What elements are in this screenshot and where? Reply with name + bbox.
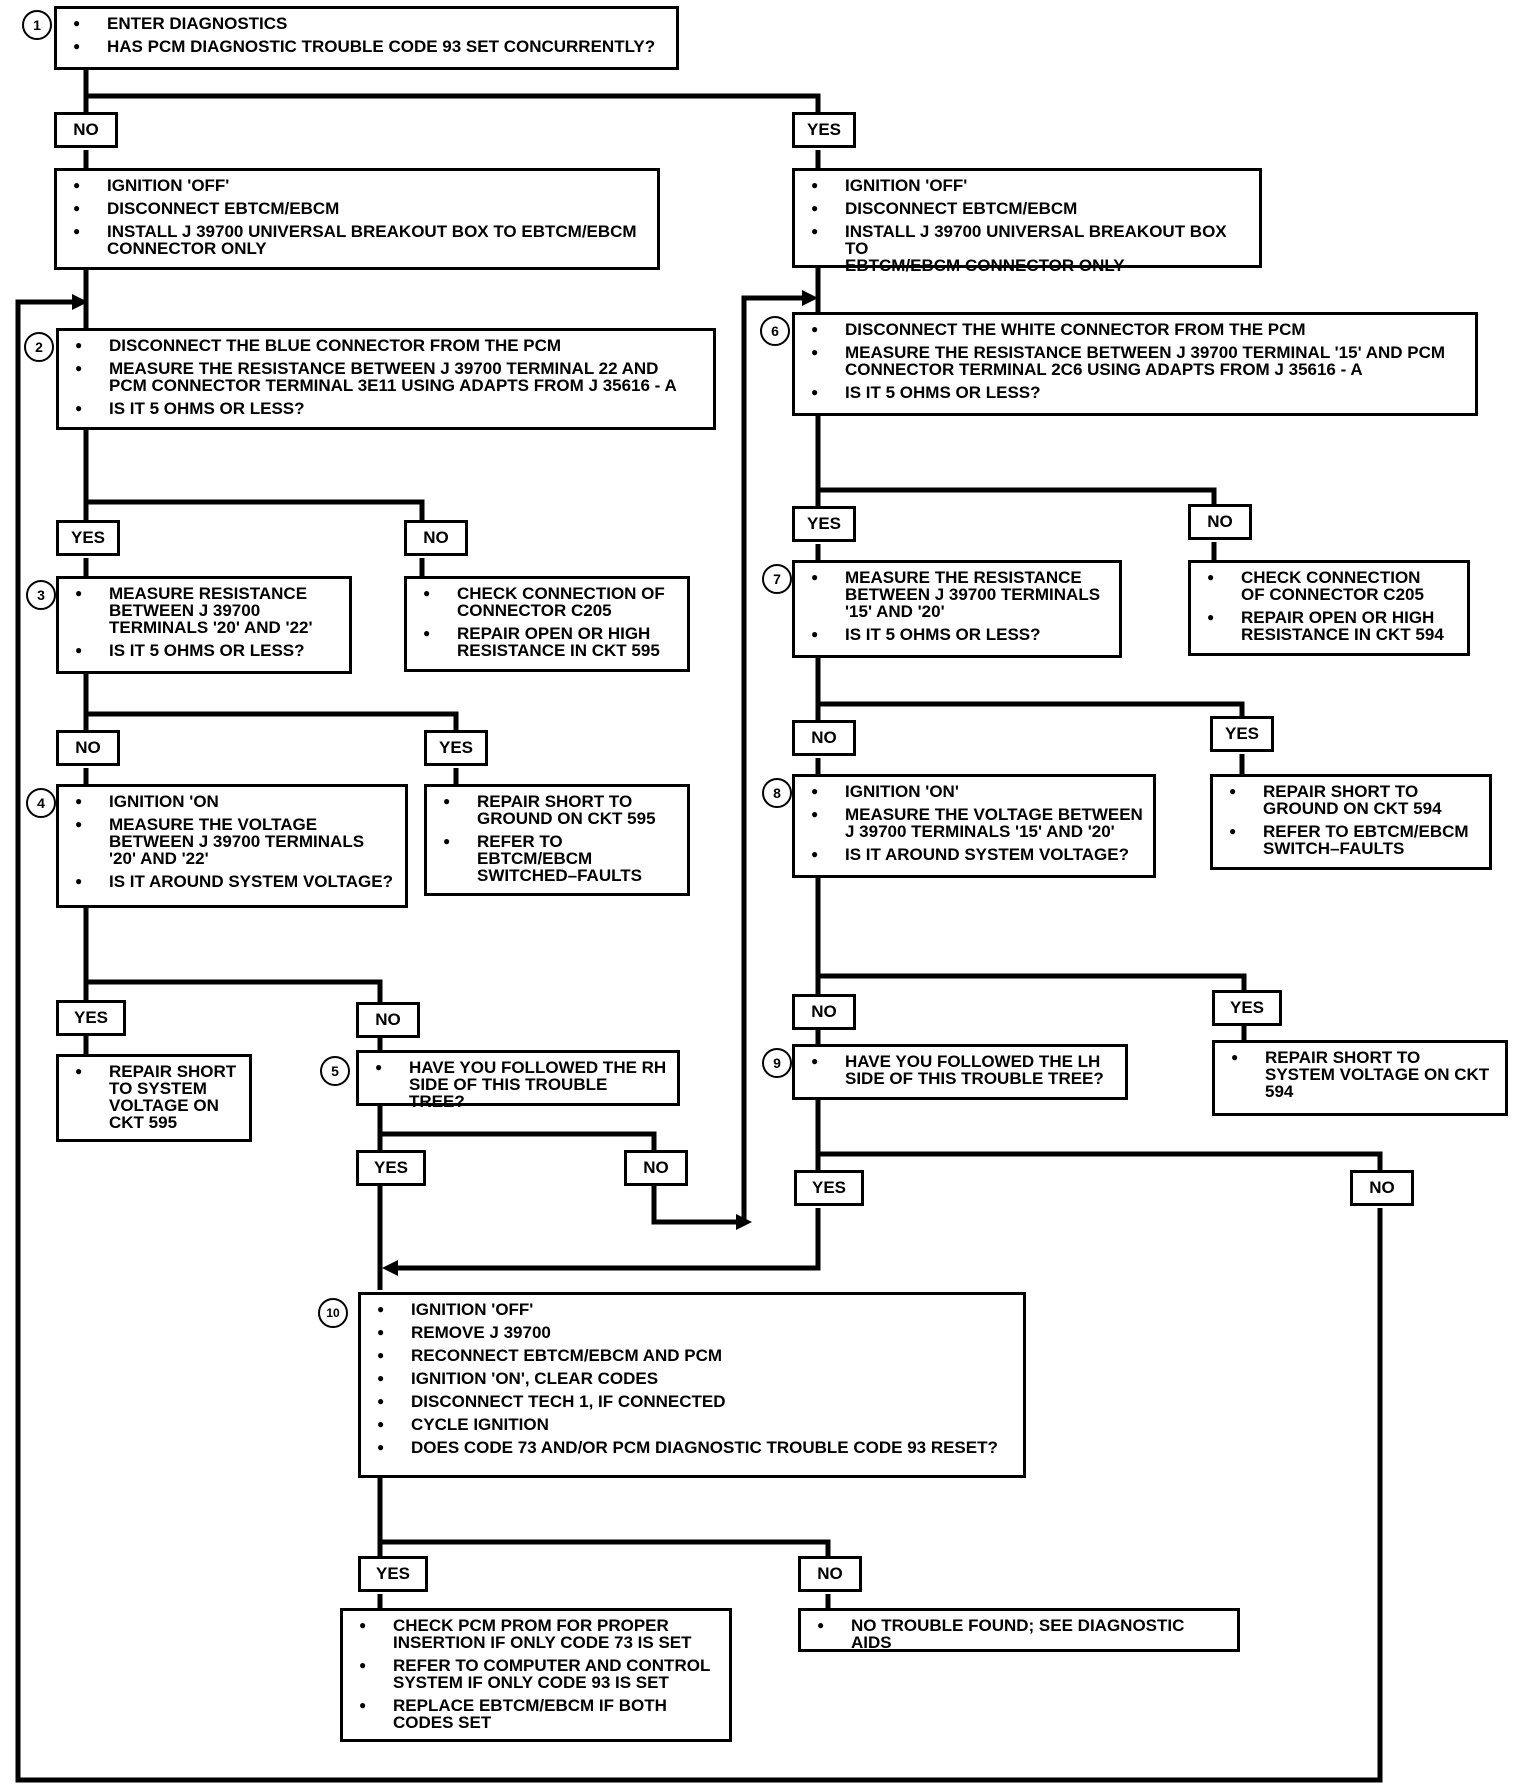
step-item: DISCONNECT TECH 1, IF CONNECTED — [371, 1393, 1013, 1410]
step-3-yes-box: REPAIR SHORT TO GROUND ON CKT 595 REFER … — [424, 784, 690, 896]
step-number-badge: 10 — [318, 1298, 348, 1328]
step-item: REFER TO EBTCM/EBCM SWITCH–FAULTS — [1223, 823, 1479, 857]
step-item: REPAIR SHORT TO GROUND ON CKT 594 — [1223, 783, 1479, 817]
step-8-box: IGNITION 'ON' MEASURE THE VOLTAGE BETWEE… — [792, 774, 1156, 878]
no-label: NO — [1350, 1170, 1414, 1206]
step-item: RECONNECT EBTCM/EBCM AND PCM — [371, 1347, 1013, 1364]
step-item: REFER TO COMPUTER AND CONTROL SYSTEM IF … — [353, 1657, 719, 1691]
yes-label: YES — [1210, 716, 1274, 752]
step-number-badge: 8 — [762, 778, 792, 808]
step-item: MEASURE THE VOLTAGE BETWEEN J 39700 TERM… — [69, 816, 395, 867]
step-item: MEASURE THE RESISTANCE BETWEEN J 39700 T… — [805, 344, 1465, 378]
step-item: IGNITION 'OFF' — [371, 1301, 1013, 1318]
yes-label: YES — [56, 520, 120, 556]
step-item: IGNITION 'ON', CLEAR CODES — [371, 1370, 1013, 1387]
no-label: NO — [404, 520, 468, 556]
step-item: INSTALL J 39700 UNIVERSAL BREAKOUT BOX T… — [67, 223, 647, 257]
step-number-badge: 2 — [24, 332, 54, 362]
step-4-yes-box: REPAIR SHORT TO SYSTEM VOLTAGE ON CKT 59… — [56, 1054, 252, 1142]
yes-label: YES — [794, 1170, 864, 1206]
step-number-badge: 3 — [26, 580, 56, 610]
step-item: DISCONNECT EBTCM/EBCM — [67, 200, 647, 217]
step-item: REPAIR SHORT TO SYSTEM VOLTAGE ON CKT 59… — [1225, 1049, 1495, 1100]
yes-label: YES — [792, 112, 856, 148]
step-item: IS IT 5 OHMS OR LESS? — [805, 626, 1109, 643]
no-label: NO — [792, 720, 856, 756]
no-label: NO — [356, 1002, 420, 1038]
step-item: IS IT 5 OHMS OR LESS? — [69, 642, 339, 659]
yes-label: YES — [56, 1000, 126, 1036]
step-6-box: DISCONNECT THE WHITE CONNECTOR FROM THE … — [792, 312, 1478, 416]
step-4-box: IGNITION 'ON MEASURE THE VOLTAGE BETWEEN… — [56, 784, 408, 908]
step-item: MEASURE THE RESISTANCE BETWEEN J 39700 T… — [805, 569, 1109, 620]
step-item: CYCLE IGNITION — [371, 1416, 1013, 1433]
step-item: ENTER DIAGNOSTICS — [67, 15, 666, 32]
step-number-badge: 4 — [26, 788, 56, 818]
step-item: DISCONNECT EBTCM/EBCM — [805, 200, 1249, 217]
step-item: HAS PCM DIAGNOSTIC TROUBLE CODE 93 SET C… — [67, 38, 666, 55]
step-number-badge: 1 — [22, 10, 52, 40]
step-item: INSTALL J 39700 UNIVERSAL BREAKOUT BOX T… — [805, 223, 1249, 274]
step-item: REPAIR OPEN OR HIGH RESISTANCE IN CKT 59… — [417, 625, 677, 659]
step-item: IGNITION 'ON' — [805, 783, 1143, 800]
step-item: IGNITION 'OFF' — [67, 177, 647, 194]
step-item: HAVE YOU FOLLOWED THE LH SIDE OF THIS TR… — [805, 1053, 1115, 1087]
step-item: DOES CODE 73 AND/OR PCM DIAGNOSTIC TROUB… — [371, 1439, 1013, 1456]
step-item: REPLACE EBTCM/EBCM IF BOTH CODES SET — [353, 1697, 719, 1731]
step-10-no-box: NO TROUBLE FOUND; SEE DIAGNOSTIC AIDS — [798, 1608, 1240, 1652]
step-item: IS IT 5 OHMS OR LESS? — [805, 384, 1465, 401]
step-item: REFER TO EBTCM/EBCM SWITCHED–FAULTS — [437, 833, 677, 884]
step-1-yes-box: IGNITION 'OFF' DISCONNECT EBTCM/EBCM INS… — [792, 168, 1262, 274]
step-2-no-box: CHECK CONNECTION OF CONNECTOR C205 REPAI… — [404, 576, 690, 672]
step-item: NO TROUBLE FOUND; SEE DIAGNOSTIC AIDS — [811, 1617, 1227, 1651]
yes-label: YES — [424, 730, 488, 766]
no-label: NO — [1188, 504, 1252, 540]
step-10-box: IGNITION 'OFF' REMOVE J 39700 RECONNECT … — [358, 1292, 1026, 1478]
step-2-box: DISCONNECT THE BLUE CONNECTOR FROM THE P… — [56, 328, 716, 430]
step-number-badge: 9 — [762, 1048, 792, 1078]
step-item: IS IT AROUND SYSTEM VOLTAGE? — [805, 846, 1143, 863]
step-item: DISCONNECT THE BLUE CONNECTOR FROM THE P… — [69, 337, 703, 354]
yes-label: YES — [358, 1556, 428, 1592]
step-item: IGNITION 'OFF' — [805, 177, 1249, 194]
step-item: IS IT 5 OHMS OR LESS? — [69, 400, 703, 417]
step-item: CHECK CONNECTION OF CONNECTOR C205 — [417, 585, 677, 619]
step-item: IGNITION 'ON — [69, 793, 395, 810]
step-item: REPAIR OPEN OR HIGH RESISTANCE IN CKT 59… — [1201, 609, 1457, 643]
step-item: MEASURE THE VOLTAGE BETWEEN J 39700 TERM… — [805, 806, 1143, 840]
no-label: NO — [798, 1556, 862, 1592]
step-item: CHECK PCM PROM FOR PROPER INSERTION IF O… — [353, 1617, 719, 1651]
step-10-yes-box: CHECK PCM PROM FOR PROPER INSERTION IF O… — [340, 1608, 732, 1742]
no-label: NO — [624, 1150, 688, 1186]
step-1-no-box: IGNITION 'OFF' DISCONNECT EBTCM/EBCM INS… — [54, 168, 660, 270]
step-6-no-box: CHECK CONNECTION OF CONNECTOR C205 REPAI… — [1188, 560, 1470, 656]
step-item: REPAIR SHORT TO GROUND ON CKT 595 — [437, 793, 677, 827]
step-3-box: MEASURE RESISTANCE BETWEEN J 39700 TERMI… — [56, 576, 352, 674]
yes-label: YES — [792, 506, 856, 542]
yes-label: YES — [356, 1150, 426, 1186]
step-item: DISCONNECT THE WHITE CONNECTOR FROM THE … — [805, 321, 1465, 338]
step-item: REPAIR SHORT TO SYSTEM VOLTAGE ON CKT 59… — [69, 1063, 239, 1131]
step-item: HAVE YOU FOLLOWED THE RH SIDE OF THIS TR… — [369, 1059, 667, 1110]
step-1-box: ENTER DIAGNOSTICS HAS PCM DIAGNOSTIC TRO… — [54, 6, 679, 70]
step-7-box: MEASURE THE RESISTANCE BETWEEN J 39700 T… — [792, 560, 1122, 658]
step-number-badge: 5 — [320, 1056, 350, 1086]
step-9-box: HAVE YOU FOLLOWED THE LH SIDE OF THIS TR… — [792, 1044, 1128, 1100]
step-number-badge: 6 — [760, 316, 790, 346]
step-number-badge: 7 — [762, 564, 792, 594]
step-5-box: HAVE YOU FOLLOWED THE RH SIDE OF THIS TR… — [356, 1050, 680, 1110]
step-item: IS IT AROUND SYSTEM VOLTAGE? — [69, 873, 395, 890]
step-item: MEASURE THE RESISTANCE BETWEEN J 39700 T… — [69, 360, 703, 394]
step-7-yes-box: REPAIR SHORT TO GROUND ON CKT 594 REFER … — [1210, 774, 1492, 870]
no-label: NO — [54, 112, 118, 148]
step-item: CHECK CONNECTION OF CONNECTOR C205 — [1201, 569, 1457, 603]
step-item: REMOVE J 39700 — [371, 1324, 1013, 1341]
step-item: MEASURE RESISTANCE BETWEEN J 39700 TERMI… — [69, 585, 339, 636]
no-label: NO — [56, 730, 120, 766]
yes-label: YES — [1212, 990, 1282, 1026]
step-8-yes-box: REPAIR SHORT TO SYSTEM VOLTAGE ON CKT 59… — [1212, 1040, 1508, 1116]
no-label: NO — [792, 994, 856, 1030]
